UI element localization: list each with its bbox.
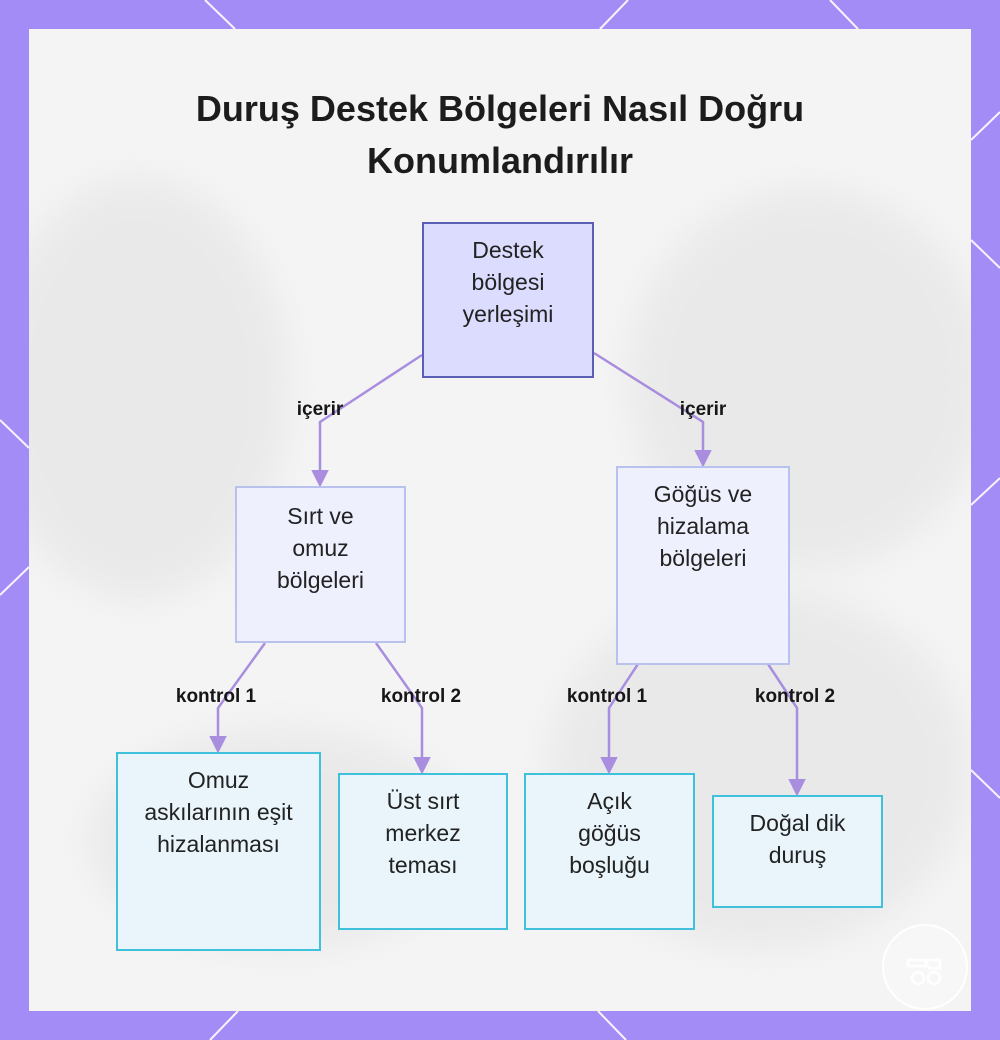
node-label: Sırt ve omuz bölgeleri — [277, 503, 364, 593]
node-back-shoulder-zones: Sırt ve omuz bölgeleri — [235, 486, 406, 643]
edge-back-upper — [374, 642, 431, 775]
diagram-title: Duruş Destek Bölgeleri Nasıl Doğru Konum… — [195, 88, 805, 181]
node-label: Göğüs ve hizalama bölgeleri — [653, 481, 753, 571]
edge-label-control2-left: kontrol 2 — [380, 686, 462, 707]
edge-chest-open — [600, 663, 640, 775]
logo-icon — [882, 924, 968, 1010]
node-label: Açık göğüs boşluğu — [569, 788, 650, 878]
node-open-chest-space: Açık göğüs boşluğu — [524, 773, 695, 930]
edge-label-control1-right: kontrol 1 — [566, 686, 648, 707]
edge-root-back-shoulder — [311, 353, 423, 488]
edge-label-control1-left: kontrol 1 — [175, 686, 257, 707]
edge-label-includes-right: içerir — [679, 399, 727, 420]
edge-chest-natural — [766, 663, 806, 797]
node-label: Omuz askılarının eşit hizalanması — [144, 767, 293, 857]
node-natural-upright-posture: Doğal dik duruş — [712, 795, 883, 908]
node-label: Destek bölgesi yerleşimi — [462, 237, 554, 327]
edge-label-includes-left: içerir — [296, 399, 344, 420]
node-chest-alignment-zones: Göğüs ve hizalama bölgeleri — [616, 466, 790, 665]
edge-root-chest — [593, 351, 712, 468]
node-label: Doğal dik duruş — [749, 810, 846, 868]
edge-back-straps — [209, 642, 267, 754]
node-label: Üst sırt merkez teması — [385, 788, 461, 878]
node-upper-back-contact: Üst sırt merkez teması — [338, 773, 508, 930]
node-shoulder-straps-alignment: Omuz askılarının eşit hizalanması — [116, 752, 321, 951]
edge-label-control2-right: kontrol 2 — [754, 686, 836, 707]
node-support-zone-placement: Destek bölgesi yerleşimi — [422, 222, 594, 378]
